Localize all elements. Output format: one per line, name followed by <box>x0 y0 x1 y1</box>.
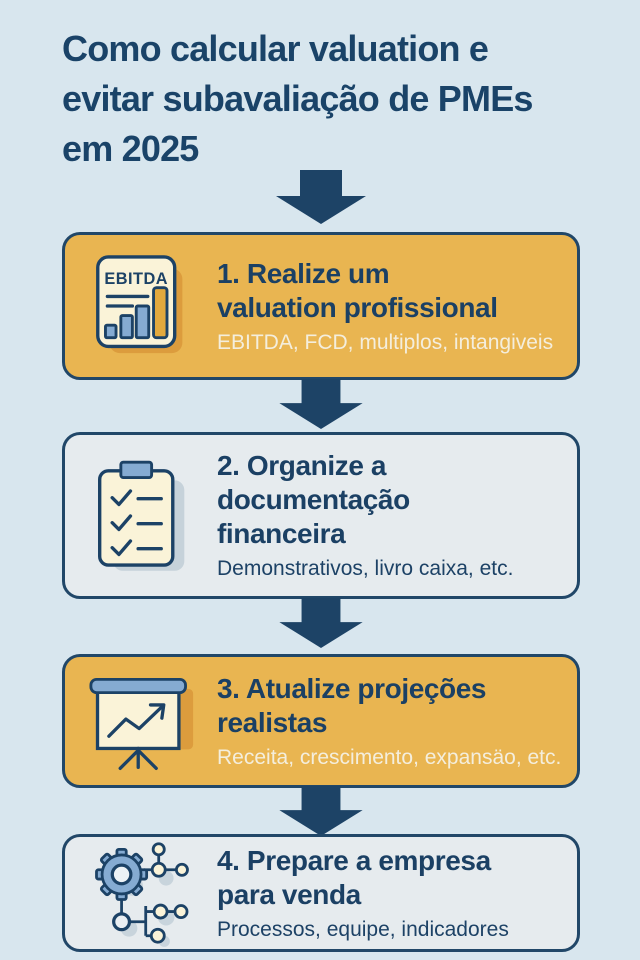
step-card-3: 3. Atualize projeções realistas Receita,… <box>62 654 580 788</box>
checklist-clipboard-icon <box>98 460 185 571</box>
page-title: Como calcular valuation e evitar subaval… <box>62 28 533 169</box>
down-arrow-icon <box>279 786 363 836</box>
step-subtitle: Demonstrativos, livro caixa, etc. <box>217 557 514 580</box>
step-title: 4. Prepare a empresa para venda <box>217 844 491 910</box>
ebitda-document-icon: EBITDA <box>83 253 201 359</box>
down-arrow-icon <box>279 598 363 648</box>
ebitda-document-icon: EBITDA <box>96 255 183 354</box>
presentation-growth-chart-icon <box>89 677 194 770</box>
down-arrow-icon <box>276 170 366 224</box>
gear-network-icon <box>95 842 189 947</box>
presentation-growth-chart-icon <box>83 670 201 772</box>
step-subtitle: EBITDA, FCD, multiplos, intangiveis <box>217 330 554 354</box>
step-card-4: 4. Prepare a empresa para venda Processo… <box>62 834 580 952</box>
gear-network-icon <box>83 839 201 947</box>
checklist-clipboard-icon <box>83 458 201 574</box>
step-title: 3. Atualize projeções realistas <box>217 672 487 738</box>
step-card-1: EBITDA 1. Realize um valuation profissio… <box>62 232 580 380</box>
step-title: 2. Organize a documentação financeira <box>217 450 410 549</box>
step-card-2: 2. Organize a documentação financeira De… <box>62 432 580 599</box>
down-arrow-icon <box>279 379 363 429</box>
ebitda-label: EBITDA <box>104 270 168 288</box>
step-subtitle: Processos, equipe, indicadores <box>217 917 509 941</box>
step-title: 1. Realize um valuation profissional <box>217 257 498 323</box>
step-subtitle: Receita, crescimento, expansäo, etc. <box>217 745 562 769</box>
